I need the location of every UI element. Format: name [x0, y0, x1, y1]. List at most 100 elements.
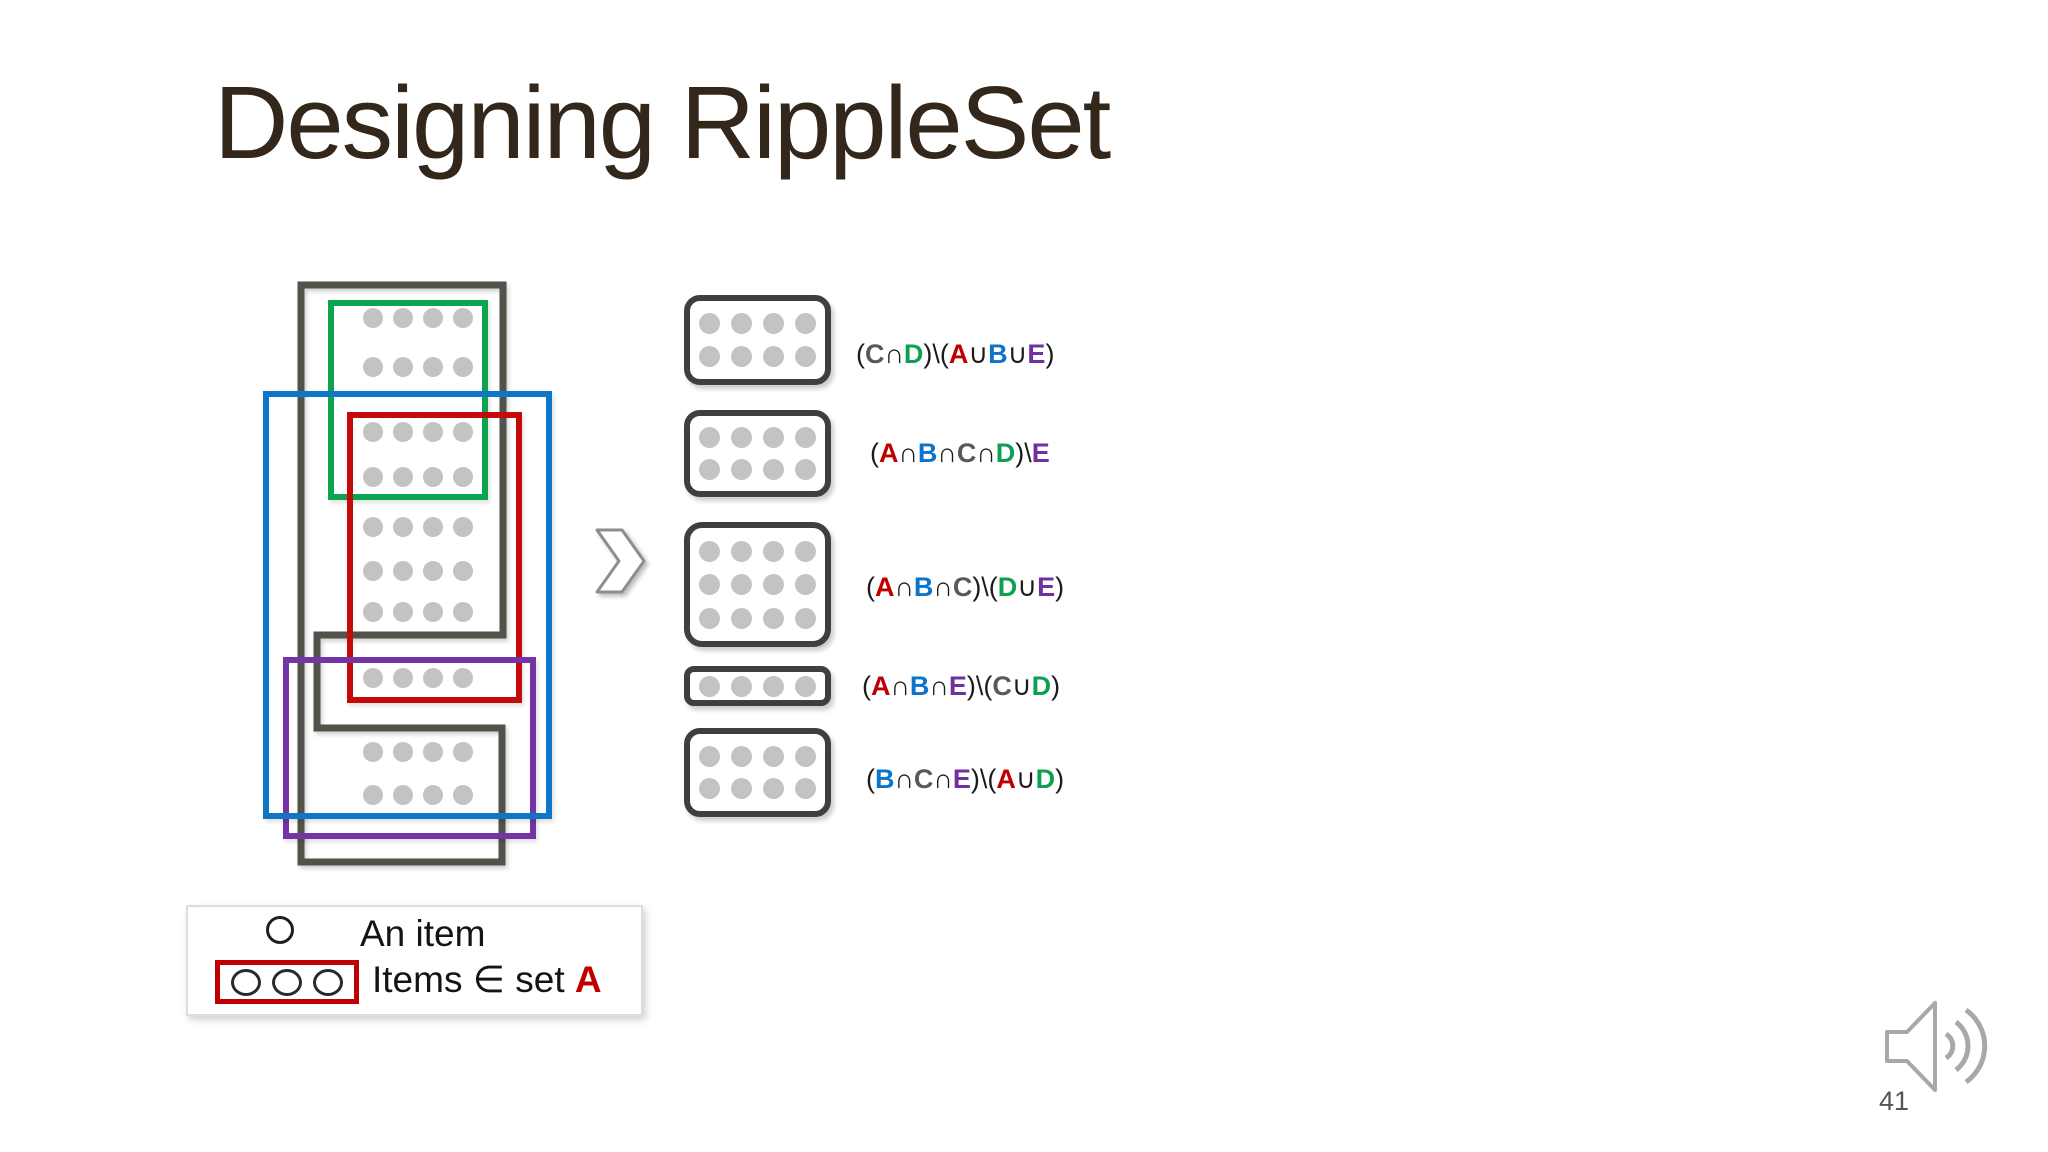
item-group-box-1	[684, 295, 831, 385]
set-expression-label-4: (A∩B∩E)\(C∪D)	[862, 664, 1060, 708]
set-letter-A: A	[996, 763, 1016, 794]
page-title: Designing RippleSet	[214, 65, 1111, 180]
operator-text: ∩	[894, 571, 914, 602]
set-letter-D: D	[903, 338, 924, 369]
dot-row	[690, 313, 825, 334]
operator-text: ∩	[890, 670, 910, 701]
item-dot	[731, 313, 752, 334]
operator-text: )	[1045, 338, 1055, 369]
set-letter-D: D	[1035, 763, 1056, 794]
chevron-shape	[595, 528, 646, 594]
item-dot	[795, 346, 816, 367]
set-expression-label-2: (A∩B∩C∩D)\E	[870, 431, 1050, 475]
operator-text: ∩	[933, 571, 953, 602]
set-letter-A: A	[879, 437, 899, 468]
legend-item-circle	[231, 968, 261, 996]
operator-text: ∪	[1017, 571, 1038, 602]
set-b-rect	[263, 391, 552, 819]
set-expression-label-1: (C∩D)\(A∪B∪E)	[856, 332, 1054, 376]
operator-text: ∩	[929, 670, 949, 701]
sound-wave-small	[1944, 1031, 1956, 1061]
item-group-box-3	[684, 522, 831, 647]
operator-text: ∩	[884, 338, 904, 369]
set-letter-A: A	[574, 959, 602, 1000]
operator-text: ∪	[1011, 670, 1032, 701]
item-dot	[699, 574, 720, 595]
dot-row	[690, 745, 825, 767]
item-group-box-5	[684, 728, 831, 817]
item-dot	[795, 778, 816, 800]
set-letter-B: B	[917, 437, 938, 468]
dot-row	[690, 778, 825, 800]
item-dot	[763, 459, 784, 480]
set-letter-B: B	[909, 670, 930, 701]
legend-set-label: Items ∈ set A	[372, 958, 602, 1001]
item-dot	[795, 427, 816, 448]
operator-text: )\	[1015, 437, 1032, 468]
operator-text: (	[866, 763, 875, 794]
sound-wave-medium	[1954, 1020, 1971, 1072]
operator-text: )	[1051, 670, 1061, 701]
operator-text: )\(	[923, 338, 949, 369]
item-dot	[731, 459, 752, 480]
set-letter-A: A	[948, 338, 969, 369]
set-expression-label-5: (B∩C∩E)\(A∪D)	[866, 757, 1064, 801]
operator-text: )\(	[970, 763, 997, 794]
item-dot	[699, 675, 720, 697]
item-dot	[763, 778, 784, 800]
item-dot	[763, 745, 784, 767]
legend-box: An item Items ∈ set A	[186, 905, 643, 1016]
operator-text: )	[1055, 571, 1065, 602]
item-group-box-4	[684, 666, 831, 706]
dot-row	[690, 427, 825, 448]
page-number: 41	[1879, 1086, 1910, 1116]
set-letter-B: B	[875, 763, 895, 794]
operator-text: ∪	[968, 338, 989, 369]
set-letter-D: D	[997, 571, 1018, 602]
legend-item-circle	[266, 916, 294, 944]
operator-text: ∩	[898, 437, 918, 468]
item-dot	[763, 574, 784, 595]
item-dot	[699, 778, 720, 800]
audio-speaker-icon[interactable]	[1876, 998, 2000, 1098]
operator-text: )	[1055, 763, 1065, 794]
operator-text: ∪	[1015, 763, 1036, 794]
item-dot	[699, 745, 720, 767]
set-expression-label-3: (A∩B∩C)\(D∪E)	[866, 565, 1064, 609]
item-dot	[731, 607, 752, 629]
item-dot	[795, 313, 816, 334]
set-letter-D: D	[995, 437, 1016, 468]
item-dot	[731, 346, 752, 367]
item-dot	[731, 675, 752, 697]
set-letter-B: B	[913, 571, 934, 602]
sound-wave-large	[1964, 1007, 1988, 1085]
item-dot	[795, 607, 816, 629]
operator-text: ∩	[933, 763, 953, 794]
item-dot	[763, 675, 784, 697]
legend-item-label: An item	[360, 913, 486, 954]
set-letter-E: E	[952, 763, 971, 794]
set-letter-A: A	[871, 670, 891, 701]
item-dot	[699, 607, 720, 629]
dot-row	[690, 540, 825, 562]
legend-item-circle	[272, 968, 302, 996]
set-letter-E: E	[1031, 437, 1050, 468]
item-dot	[795, 745, 816, 767]
speaker-body	[1885, 1001, 1937, 1092]
item-dot	[763, 427, 784, 448]
set-letter-C: C	[913, 763, 934, 794]
set-letter-C: C	[865, 338, 885, 369]
dot-row	[690, 574, 825, 595]
item-dot	[731, 427, 752, 448]
item-dot	[699, 313, 720, 334]
operator-text: ∩	[976, 437, 996, 468]
set-letter-C: C	[992, 670, 1012, 701]
chevron-right-icon	[595, 528, 646, 594]
operator-text: ∩	[894, 763, 914, 794]
item-dot	[699, 427, 720, 448]
item-dot	[699, 540, 720, 562]
dot-row	[690, 459, 825, 480]
set-letter-A: A	[875, 571, 895, 602]
item-dot	[731, 778, 752, 800]
item-group-box-2	[684, 410, 831, 497]
